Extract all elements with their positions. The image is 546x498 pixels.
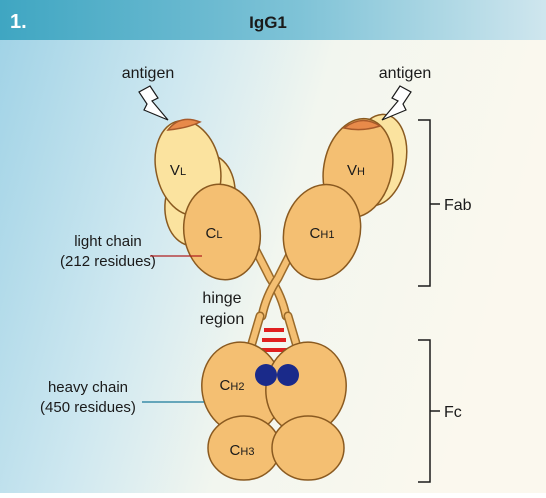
figure-number: 1. — [10, 11, 27, 33]
ch3-domain-right — [272, 416, 344, 480]
hinge-label-line1: hinge — [202, 290, 241, 307]
heavy-chain-label-line2: (450 residues) — [40, 399, 136, 416]
hinge-label-line2: region — [200, 311, 244, 328]
light-chain-label-line2: (212 residues) — [60, 253, 156, 270]
antigen-label-right: antigen — [379, 65, 432, 82]
fc-label: Fc — [444, 404, 462, 421]
carbohydrate-left — [255, 364, 277, 386]
heavy-chain-label-line1: heavy chain — [48, 379, 128, 396]
fab-label: Fab — [444, 197, 472, 214]
carbohydrate-right — [277, 364, 299, 386]
figure-title: IgG1 — [249, 13, 287, 32]
light-chain-label-line1: light chain — [74, 233, 142, 250]
antigen-label-left: antigen — [122, 65, 175, 82]
